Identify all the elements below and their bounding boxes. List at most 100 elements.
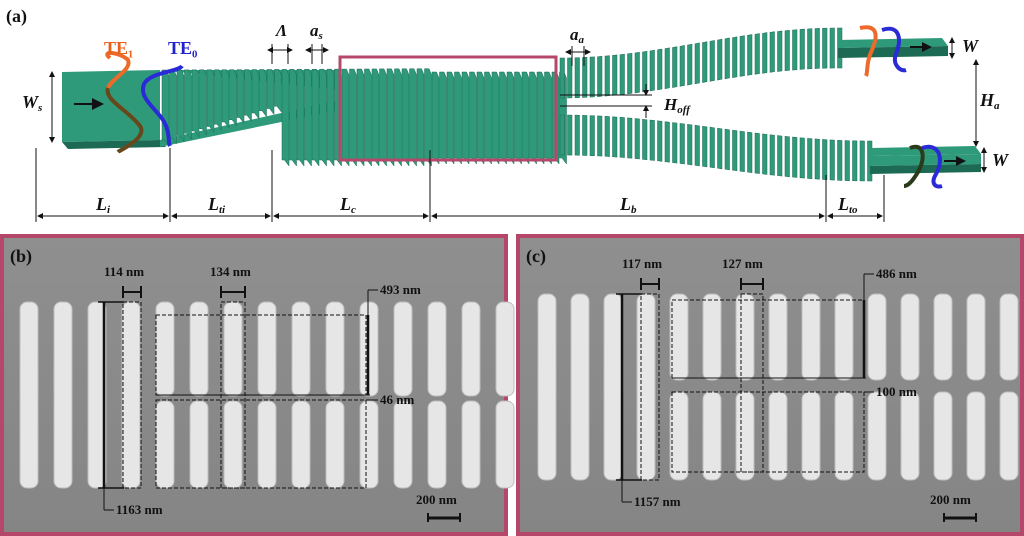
grating-segment — [777, 135, 783, 177]
grating-segment — [664, 121, 670, 163]
sem-pillar — [801, 391, 821, 481]
sem-pillar — [999, 391, 1019, 481]
grating-segment — [709, 126, 715, 169]
grating-segment — [582, 57, 588, 98]
sem-pillar — [257, 301, 277, 397]
grating-segment — [206, 69, 215, 134]
sem-pillar — [393, 400, 413, 489]
te0-mode-profile — [141, 64, 184, 147]
grating-segment — [221, 69, 230, 129]
grating-segment — [754, 33, 760, 75]
sem-pillar — [702, 293, 722, 381]
sem-pillar — [427, 400, 447, 489]
aa-symbol: a — [570, 25, 579, 44]
lb-subscript: b — [631, 204, 637, 216]
grating-segment — [259, 69, 267, 118]
sem-pillar — [155, 400, 175, 489]
grating-segment — [394, 68, 402, 167]
grating-segment — [604, 55, 610, 97]
sem-pillar — [461, 400, 481, 489]
sem-pillar — [867, 293, 887, 381]
sem-pillar — [735, 293, 755, 381]
sem-pillar — [669, 391, 689, 481]
sem-pillar — [933, 293, 953, 381]
period-label-c: 127 nm — [722, 256, 763, 271]
li-symbol: L — [95, 194, 107, 214]
grating-segment — [642, 118, 648, 160]
output-arrow-bottom-icon — [944, 156, 966, 166]
length-label-c: 1157 nm — [634, 494, 681, 509]
sem-pillar — [669, 293, 689, 381]
grating-segment — [589, 115, 595, 157]
grating-segment — [852, 140, 858, 182]
grating-segment — [401, 68, 410, 167]
grating-segment — [822, 139, 828, 180]
grating-segment — [619, 117, 625, 158]
output-waveguides — [838, 38, 981, 174]
grating-segment — [409, 68, 417, 167]
grating-segment — [439, 71, 447, 165]
sem-image-b — [19, 301, 515, 489]
aa-subscript: a — [579, 34, 585, 46]
hoff-subscript: off — [677, 104, 691, 116]
upper-arm-grating — [559, 27, 843, 99]
grating-segment — [799, 137, 805, 179]
grating-segment — [657, 120, 663, 162]
lc-symbol: L — [339, 194, 351, 214]
grating-segment — [356, 68, 365, 167]
sem-pillar — [189, 400, 209, 489]
as-symbol: a — [310, 21, 319, 40]
lc-subscript: c — [351, 204, 356, 216]
grating-segment — [679, 123, 685, 165]
lti-symbol: L — [207, 194, 219, 214]
sem-pillar — [966, 293, 986, 381]
w-bottom-symbol: W — [992, 150, 1010, 170]
grating-segment — [484, 71, 492, 165]
panel-a: (a) — [6, 6, 1010, 222]
svg-text:Li: Li — [95, 194, 111, 216]
grating-segment — [717, 38, 723, 81]
grating-segment — [762, 32, 768, 74]
panel-c-label: (c) — [526, 246, 546, 267]
sem-pillar — [834, 391, 854, 481]
grating-segment — [807, 28, 813, 70]
grating-segment — [169, 69, 177, 145]
sem-pillar — [19, 301, 39, 489]
sem-pillar — [495, 301, 515, 397]
sem-pillar — [702, 391, 722, 481]
period-symbol: Λ — [275, 21, 287, 40]
svg-text:Ws: Ws — [22, 92, 42, 114]
highlight-region — [338, 55, 558, 162]
sem-pillar — [834, 293, 854, 381]
grating-segment — [732, 36, 738, 78]
grating-segment — [732, 129, 738, 172]
grating-segment — [724, 37, 730, 80]
grating-segment — [266, 69, 275, 116]
grating-segment — [837, 139, 843, 181]
grating-segment — [694, 124, 700, 167]
panel-a-label: (a) — [6, 6, 27, 27]
sem-pillar — [900, 391, 920, 481]
grating-segment — [176, 69, 185, 143]
grating-segment — [454, 71, 462, 165]
length-label-b: 1163 nm — [116, 502, 163, 517]
sem-pillar — [325, 400, 345, 489]
panel-b: (b) 114 nm 134 nm 493 nm 46 nm 1163 nm 2… — [0, 234, 515, 536]
sem-pillar — [427, 301, 447, 397]
svg-text:Ha: Ha — [979, 90, 1000, 112]
grating-segment — [762, 133, 768, 175]
grating-segment — [386, 68, 395, 167]
grating-segment — [657, 48, 663, 91]
svg-text:as: as — [310, 21, 323, 42]
w-top-symbol: W — [962, 36, 980, 56]
grating-segment — [814, 138, 820, 180]
grating-segment — [514, 71, 522, 165]
width-label-b: 114 nm — [104, 264, 144, 279]
te0-label: TE₀ — [168, 38, 197, 58]
grating-segment — [476, 71, 485, 165]
hoff-symbol: H — [663, 95, 678, 114]
grating-segment — [326, 68, 335, 167]
grating-segment — [431, 71, 440, 165]
period-label-b: 134 nm — [210, 264, 251, 279]
ha-symbol: H — [979, 90, 995, 110]
